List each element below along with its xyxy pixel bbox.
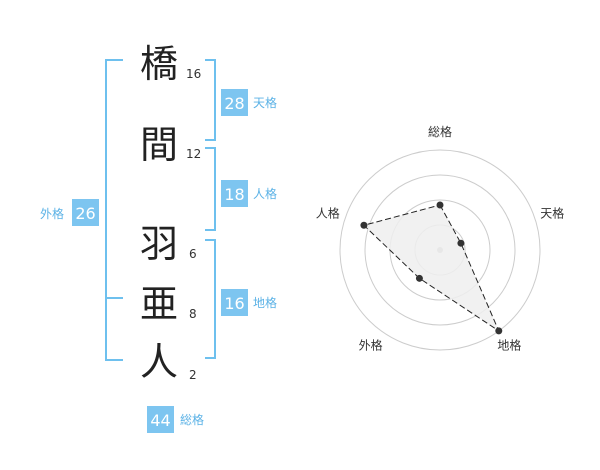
soukaku-label: 総格 [180, 412, 204, 427]
gaikaku-badge [72, 199, 99, 226]
radar-polygon [362, 204, 500, 333]
name-char-4: 亜 [140, 282, 178, 326]
radar-point-3 [495, 327, 503, 335]
name-char-5: 人 [140, 340, 178, 384]
tenkaku-bracket [205, 59, 216, 141]
tenkaku-value: 28 [224, 94, 244, 113]
tenkaku-badge [221, 89, 248, 116]
tenkaku-label: 天格 [253, 95, 277, 110]
stroke-count-3: 6 [189, 247, 197, 261]
gaikaku-value: 26 [75, 204, 95, 223]
radar-axis-label-5: 人格 [316, 206, 340, 221]
radar-point-5 [360, 221, 368, 229]
chikaku-bracket [205, 239, 216, 359]
jinkaku-label: 人格 [253, 186, 277, 201]
radar-ring-3 [364, 174, 516, 326]
chikaku-label: 地格 [253, 295, 277, 310]
radar-point-1 [436, 201, 444, 209]
radar-point-2 [457, 239, 465, 247]
radar-axis-label-3: 地格 [497, 337, 521, 352]
chikaku-badge [221, 289, 248, 316]
gaikaku-label: 外格 [40, 206, 64, 221]
jinkaku-bracket [205, 147, 216, 231]
chikaku-value: 16 [224, 294, 244, 313]
radar-axis-label-2: 天格 [540, 206, 564, 221]
jinkaku-value: 18 [224, 185, 244, 204]
gaikaku-bracket [105, 59, 123, 361]
stroke-count-5: 2 [189, 368, 197, 382]
jinkaku-badge [221, 180, 248, 207]
stroke-count-1: 16 [186, 67, 201, 81]
stroke-count-2: 12 [186, 147, 201, 161]
stroke-count-4: 8 [189, 307, 197, 321]
soukaku-value: 44 [150, 411, 170, 430]
name-char-1: 橋 [140, 42, 178, 86]
name-char-2: 間 [140, 123, 178, 167]
radar-point-4 [415, 274, 423, 282]
soukaku-badge [147, 406, 174, 433]
radar-ring-4 [339, 149, 541, 351]
name-char-3: 羽 [140, 222, 178, 266]
radar-axis-label-4: 外格 [359, 337, 383, 352]
radar-axis-label-1: 総格 [428, 124, 452, 139]
